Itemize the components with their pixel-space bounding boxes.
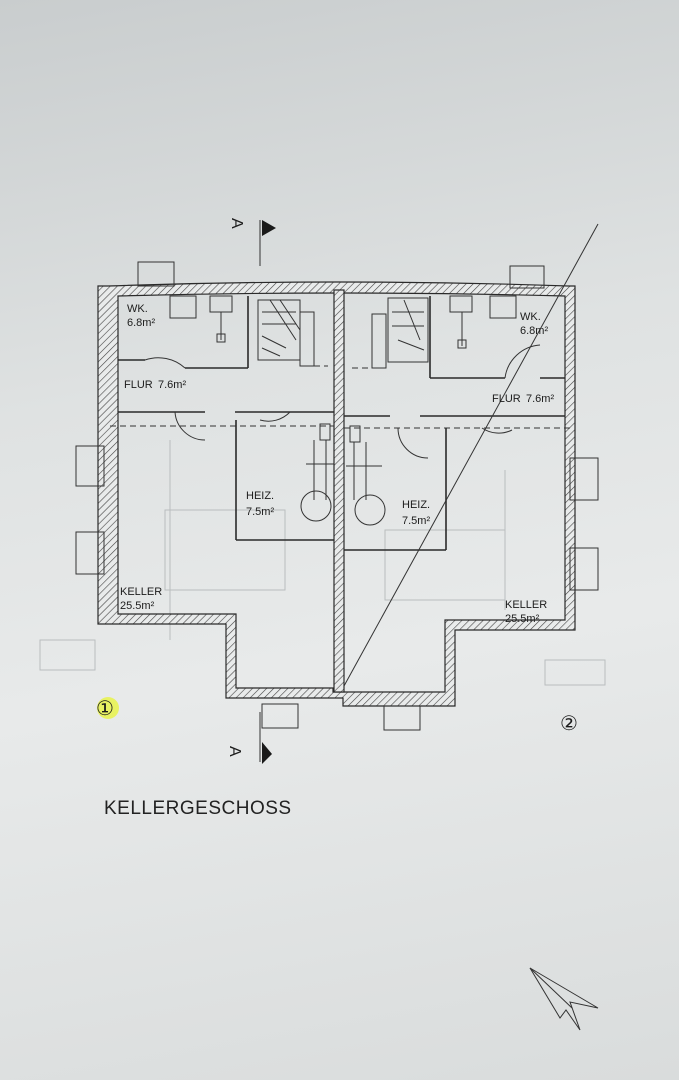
section-label-bottom: A [226, 746, 243, 757]
room-area-flur-left: 7.6m² [158, 379, 186, 391]
room-area-keller-left: 25.5m² [120, 600, 155, 612]
plan-title: KELLERGESCHOSS [104, 798, 292, 819]
room-area-wk-right: 6.8m² [520, 325, 548, 337]
room-label-heiz-right: HEIZ. [402, 499, 430, 511]
room-area-keller-right: 25.5m² [505, 613, 540, 625]
heating-unit-left [300, 423, 334, 522]
show-through-lines [39, 440, 606, 686]
party-wall [333, 289, 345, 693]
room-label-flur-left: FLUR [124, 379, 153, 391]
section-marker-top: A [228, 218, 276, 266]
section-flag-icon [262, 742, 272, 764]
house-number-1: ① [96, 698, 114, 720]
section-marker-bottom: A [226, 712, 272, 764]
staircase-left [257, 299, 328, 367]
outer-wall [97, 281, 576, 707]
section-label-top: A [228, 218, 245, 229]
heating-unit-right [346, 425, 386, 526]
section-line [343, 223, 599, 687]
house-number-2: ② [560, 713, 578, 735]
highlight-marker [97, 697, 119, 719]
room-label-flur-right: FLUR [492, 393, 521, 405]
interior-walls-right [344, 295, 570, 551]
room-label-keller-left: KELLER [120, 586, 162, 598]
room-label-keller-right: KELLER [505, 599, 547, 611]
room-label-heiz-left: HEIZ. [246, 490, 274, 502]
interior-walls-left [110, 295, 334, 541]
window-boxes [75, 261, 599, 731]
room-area-heiz-right: 7.5m² [402, 515, 430, 527]
staircase-right [352, 297, 429, 369]
north-arrow-icon [529, 967, 599, 1031]
section-flag-icon [262, 220, 276, 236]
room-area-wk-left: 6.8m² [127, 317, 155, 329]
room-label-wk-left: WK. [127, 303, 148, 315]
room-area-heiz-left: 7.5m² [246, 506, 274, 518]
room-label-wk-right: WK. [520, 311, 541, 323]
room-area-flur-right: 7.6m² [526, 393, 554, 405]
